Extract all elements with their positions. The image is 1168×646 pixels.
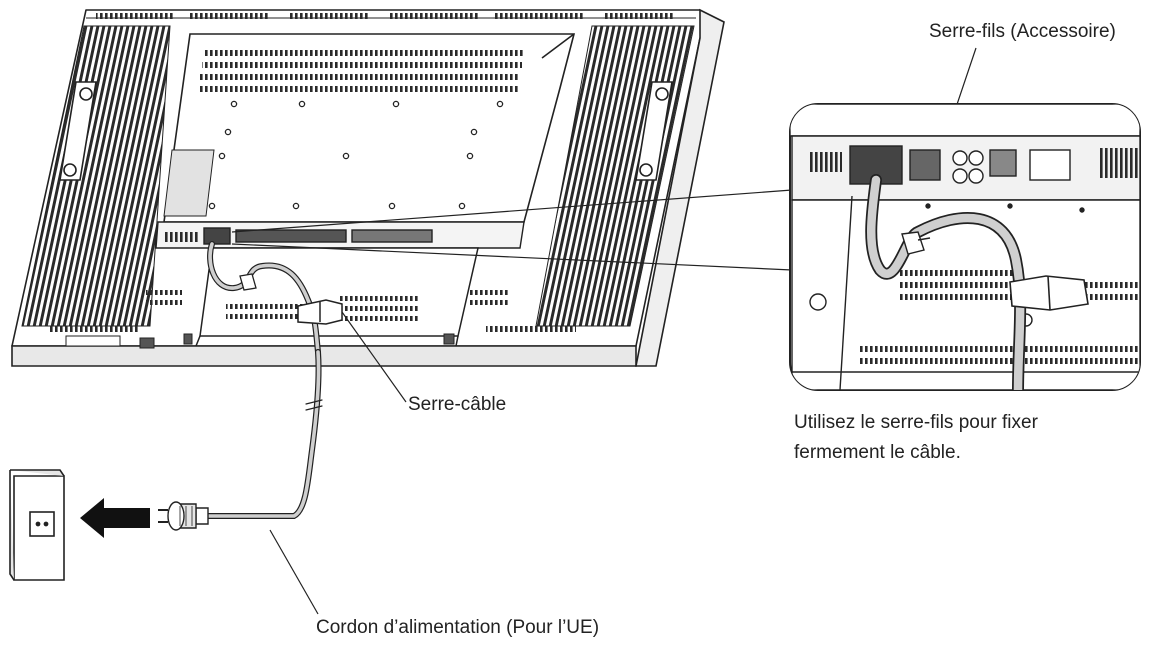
cable-clamp-detail xyxy=(1009,275,1089,311)
zoom-line-top xyxy=(231,189,793,233)
inset-caption-line-2: fermement le câble. xyxy=(794,442,961,463)
right-handle xyxy=(635,81,673,181)
rating-plate xyxy=(163,149,215,217)
monitor-base-edge xyxy=(11,345,637,367)
wire-clip-detail xyxy=(901,231,931,255)
wire-clip-on-monitor xyxy=(239,273,257,291)
power-cord xyxy=(203,349,323,519)
connector-strip xyxy=(155,221,525,249)
eu-plug-icon xyxy=(158,501,209,531)
left-vent-grille xyxy=(21,25,171,327)
top-vents xyxy=(96,13,674,19)
leader-cable-clamp xyxy=(341,311,407,403)
power-cord-label: Cordon d’alimentation (Pour l’UE) xyxy=(316,617,600,638)
zoom-line-bottom xyxy=(231,243,793,271)
cable-clamp-label: Serre-câble xyxy=(408,394,507,415)
leader-power-cord xyxy=(269,529,319,615)
panel-screws xyxy=(208,100,504,210)
left-arrow-icon xyxy=(80,498,150,538)
inset-caption-line-1: Utilisez le serre-fils pour fixer xyxy=(794,412,1038,433)
wire-clip-label: Serre-fils (Accessoire) xyxy=(929,21,1116,42)
lower-vents xyxy=(50,290,576,332)
cable-clamp-on-monitor xyxy=(297,299,343,325)
inset-detail xyxy=(789,103,1141,391)
left-handle xyxy=(59,81,97,181)
inset-caption: Utilisez le serre-fils pour fixer fermem… xyxy=(794,408,1154,468)
lower-bracket xyxy=(195,247,479,347)
bottom-ports xyxy=(65,333,455,349)
wall-outlet-icon xyxy=(9,469,65,581)
center-panel-vents xyxy=(198,50,524,92)
monitor-side-edge xyxy=(635,8,725,367)
